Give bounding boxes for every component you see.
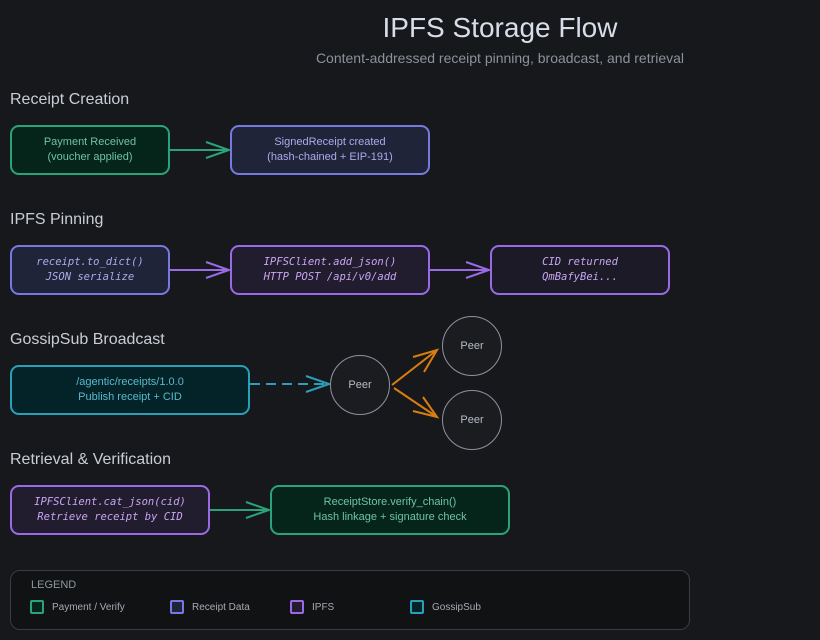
arrow-serialize-to-add — [170, 261, 233, 279]
peer-node-bottom[interactable]: Peer — [442, 390, 502, 450]
node-line1: Payment Received — [43, 136, 137, 148]
arrow-payment-to-receipt — [170, 141, 233, 159]
arrow-retrieve-to-verify — [210, 501, 273, 519]
arrow-publish-to-peer — [250, 375, 333, 393]
node-line2: JSON serialize — [45, 271, 135, 283]
legend-item-receipt: Receipt Data — [170, 600, 250, 614]
arrow-add-to-cid — [430, 261, 493, 279]
legend-item-payment: Payment / Verify — [30, 600, 125, 614]
node-cat-json[interactable]: IPFSClient.cat_json(cid) Retrieve receip… — [10, 485, 210, 535]
node-line1: CID returned — [542, 256, 618, 268]
legend-item-ipfs: IPFS — [290, 600, 334, 614]
node-line2: QmBafyBei... — [542, 271, 618, 283]
node-gossip-topic[interactable]: /agentic/receipts/1.0.0 Publish receipt … — [10, 365, 250, 415]
node-line1: ReceiptStore.verify_chain() — [323, 496, 457, 508]
node-line2: (hash-chained + EIP-191) — [267, 151, 393, 163]
node-line2: (voucher applied) — [47, 151, 133, 163]
legend: LEGEND Payment / Verify Receipt Data IPF… — [10, 570, 690, 630]
node-cid-returned[interactable]: CID returned QmBafyBei... — [490, 245, 670, 295]
node-payment-received[interactable]: Payment Received (voucher applied) — [10, 125, 170, 175]
node-line1: IPFSClient.add_json() — [263, 256, 397, 268]
section-gossipsub-broadcast: GossipSub Broadcast — [10, 331, 165, 348]
node-line2: Publish receipt + CID — [78, 391, 182, 403]
legend-swatch-icon — [290, 600, 304, 614]
node-verify-chain[interactable]: ReceiptStore.verify_chain() Hash linkage… — [270, 485, 510, 535]
diagram-subtitle: Content-addressed receipt pinning, broad… — [315, 50, 685, 66]
legend-swatch-icon — [30, 600, 44, 614]
legend-label: IPFS — [312, 601, 335, 613]
node-line1: IPFSClient.cat_json(cid) — [34, 496, 186, 508]
node-line2: Retrieve receipt by CID — [37, 511, 183, 523]
node-line1: /agentic/receipts/1.0.0 — [76, 376, 184, 388]
legend-label: Receipt Data — [192, 601, 250, 613]
node-to-dict[interactable]: receipt.to_dict() JSON serialize — [10, 245, 170, 295]
legend-swatch-icon — [170, 600, 184, 614]
legend-label: Payment / Verify — [52, 601, 125, 613]
section-receipt-creation: Receipt Creation — [10, 91, 130, 108]
node-line1: receipt.to_dict() — [36, 256, 144, 268]
node-add-json[interactable]: IPFSClient.add_json() HTTP POST /api/v0/… — [230, 245, 430, 295]
node-signed-receipt[interactable]: SignedReceipt created (hash-chained + EI… — [230, 125, 430, 175]
node-line2: Hash linkage + signature check — [313, 511, 467, 523]
legend-swatch-icon — [410, 600, 424, 614]
peer-node-main[interactable]: Peer — [330, 355, 390, 415]
legend-title: LEGEND — [31, 579, 77, 591]
peer-node-top[interactable]: Peer — [442, 316, 502, 376]
legend-item-gossipsub: GossipSub — [410, 600, 481, 614]
section-ipfs-pinning: IPFS Pinning — [10, 211, 104, 228]
diagram-title: IPFS Storage Flow — [382, 12, 618, 43]
arrow-peer-to-peer-top — [391, 348, 440, 386]
node-line1: SignedReceipt created — [274, 136, 386, 148]
arrow-peer-to-peer-bottom — [393, 387, 440, 419]
node-line2: HTTP POST /api/v0/add — [263, 271, 397, 283]
section-retrieval-verification: Retrieval & Verification — [10, 451, 171, 468]
legend-label: GossipSub — [432, 601, 481, 613]
